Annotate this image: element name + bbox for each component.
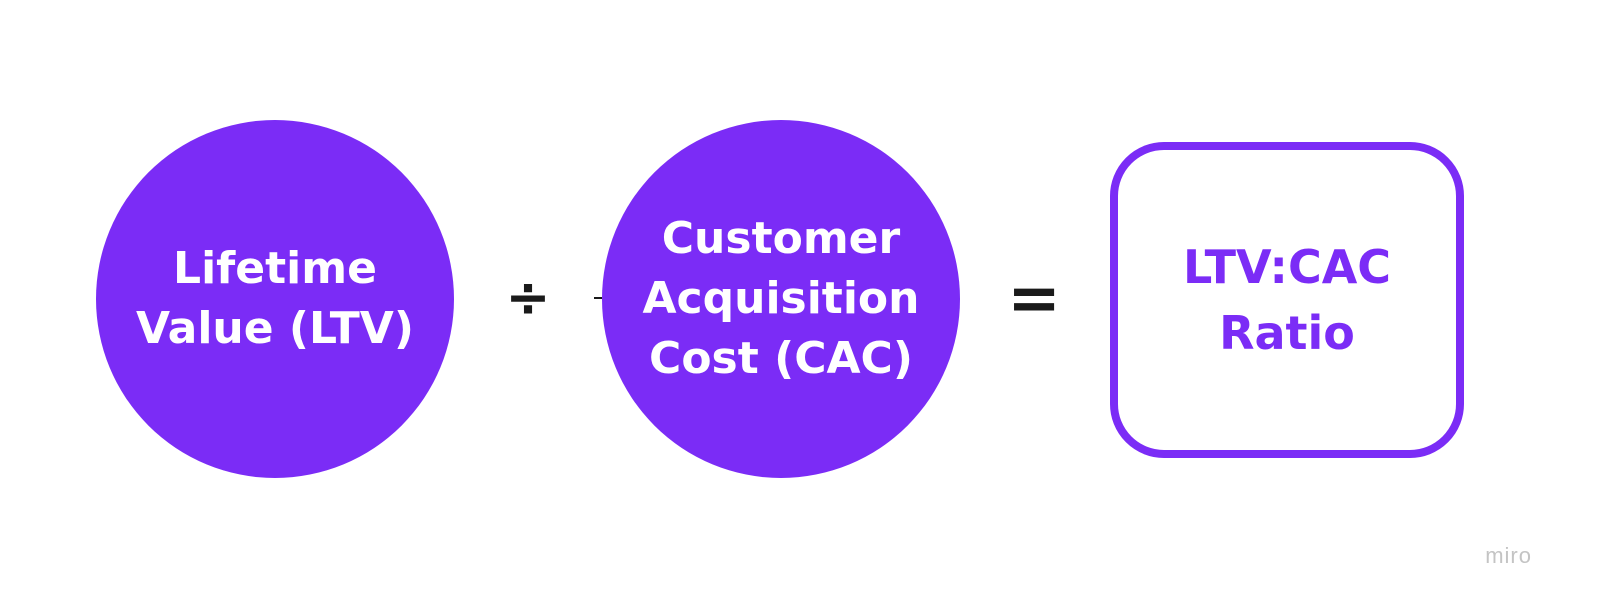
ratio-result-box: LTV:CAC Ratio bbox=[1110, 142, 1464, 458]
connector-tick bbox=[594, 297, 602, 299]
cac-circle: Customer Acquisition Cost (CAC) bbox=[602, 120, 960, 478]
ltv-label: Lifetime Value (LTV) bbox=[136, 243, 414, 354]
equals-operator: = bbox=[1007, 262, 1061, 336]
ltv-circle: Lifetime Value (LTV) bbox=[96, 120, 454, 478]
divide-operator: ÷ bbox=[505, 266, 551, 329]
miro-logo: miro bbox=[1485, 543, 1532, 568]
cac-label: Customer Acquisition Cost (CAC) bbox=[642, 213, 920, 384]
ratio-label: LTV:CAC Ratio bbox=[1182, 240, 1392, 360]
